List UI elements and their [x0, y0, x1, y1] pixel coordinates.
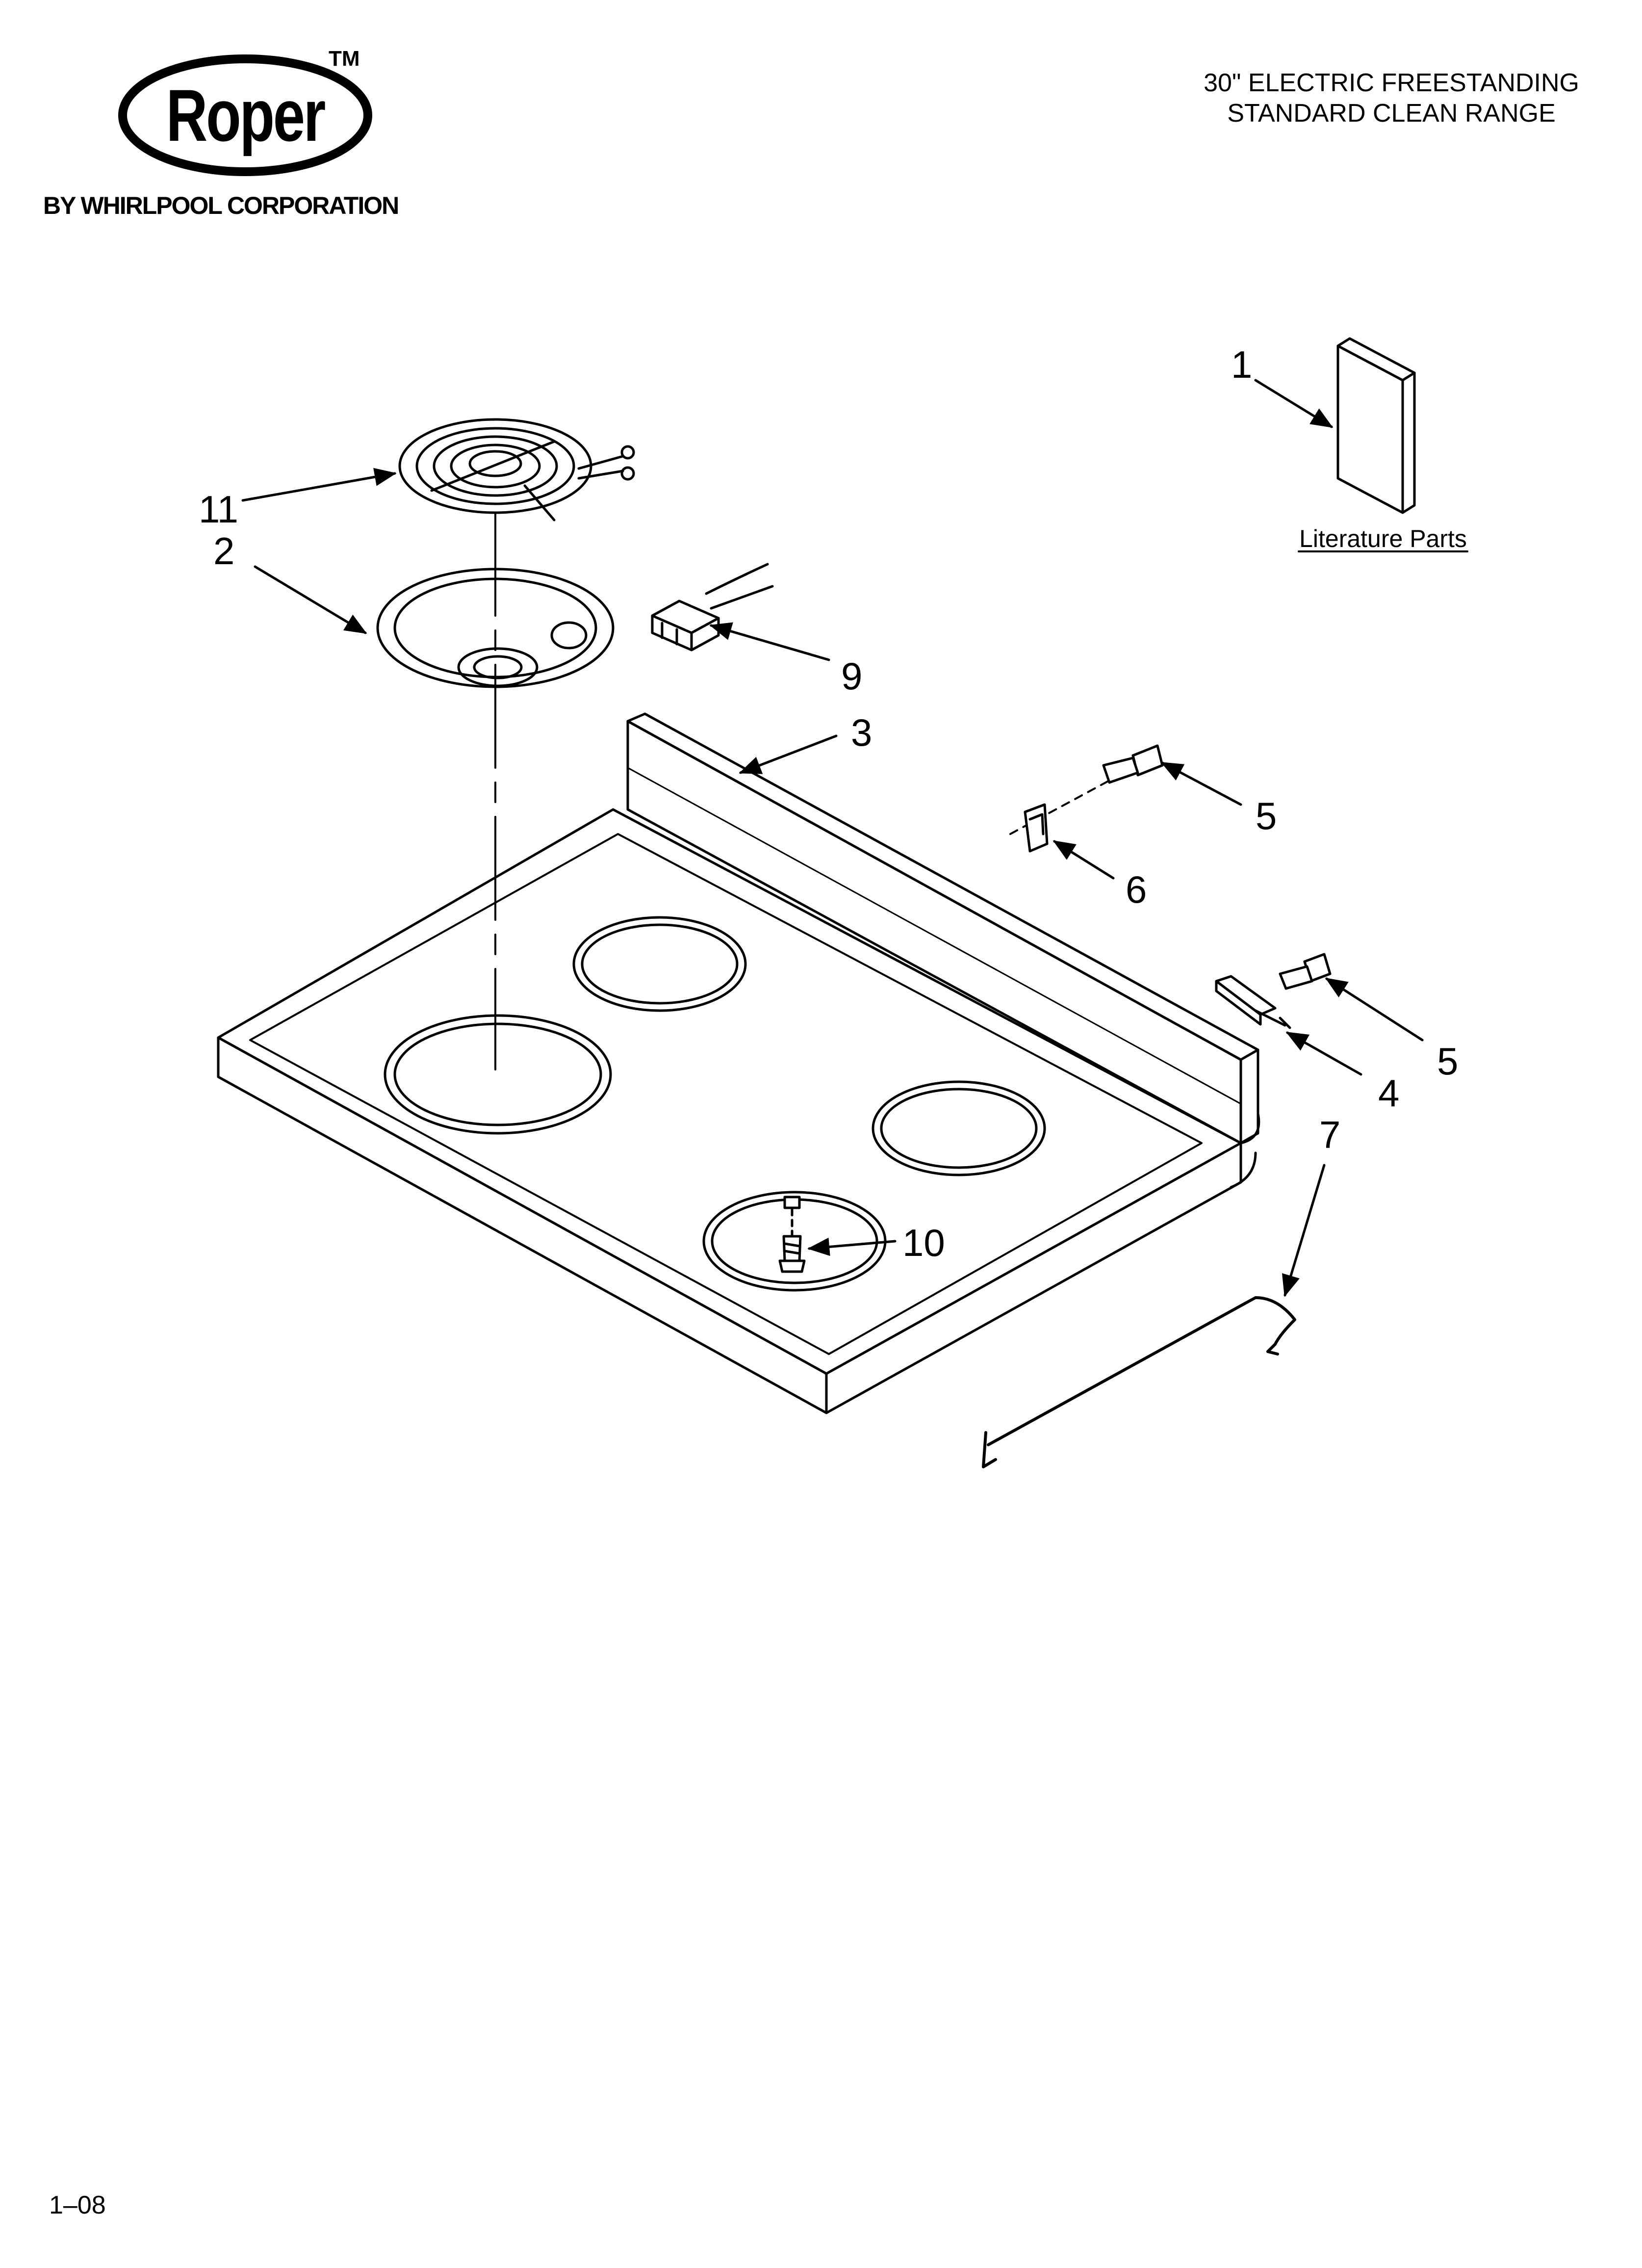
- callout-3: 3: [851, 711, 872, 754]
- burner-opening-rear-right: [872, 1080, 1046, 1176]
- surface-element-part-11: [398, 418, 635, 521]
- literature-parts-book: [1336, 337, 1416, 514]
- logo-oval-icon: [118, 54, 372, 176]
- callout-2: 2: [213, 529, 234, 573]
- callout-5-lower: 5: [1437, 1040, 1458, 1083]
- leader-5-lower: [1325, 977, 1424, 1042]
- leader-7: [1282, 1164, 1326, 1297]
- logo-subtitle: BY WHIRLPOOL CORPORATION: [43, 192, 399, 219]
- callout-4: 4: [1378, 1071, 1399, 1115]
- burner-opening-rear-left: [572, 916, 747, 1012]
- leader-9: [709, 622, 830, 661]
- callout-9: 9: [841, 654, 862, 698]
- leader-4: [1285, 1031, 1362, 1076]
- callout-11: 11: [199, 488, 238, 531]
- literature-parts-label: Literature Parts: [1299, 525, 1467, 552]
- cooktop-main-top: [217, 712, 1260, 1414]
- diagram-title: 30" ELECTRIC FREESTANDING STANDARD CLEAN…: [1204, 68, 1579, 129]
- leader-10: [807, 1237, 897, 1256]
- burner-opening-front-left: [384, 1014, 612, 1135]
- bracket-clip-part-6: [1024, 803, 1049, 853]
- leader-2: [254, 565, 367, 634]
- leader-6: [1052, 840, 1115, 880]
- logo-wordmark: Roper: [166, 74, 326, 156]
- leader-5-upper: [1160, 761, 1242, 806]
- diagram-title-line2: STANDARD CLEAN RANGE: [1227, 99, 1556, 128]
- leader-11: [241, 468, 397, 502]
- screw-part-5-lower: [1279, 953, 1332, 990]
- callout-5-upper: 5: [1256, 794, 1277, 837]
- callout-10: 10: [902, 1221, 945, 1264]
- mounting-screw-part-10: [778, 1196, 806, 1273]
- brand-logo: Roper TM BY WHIRLPOOL CORPORATION: [39, 44, 461, 231]
- anti-tip-bracket-part-4: [1215, 975, 1291, 1029]
- callout-6: 6: [1126, 868, 1147, 911]
- leader-1: [1254, 379, 1334, 428]
- rod-part-7: [982, 1296, 1296, 1468]
- logo-trademark: TM: [329, 47, 360, 71]
- screw-part-5-upper: [1102, 744, 1164, 784]
- diagram-title-line1: 30" ELECTRIC FREESTANDING: [1204, 69, 1579, 97]
- page-code: 1–08: [49, 2191, 106, 2219]
- callout-1: 1: [1231, 343, 1252, 386]
- callout-7: 7: [1319, 1113, 1340, 1156]
- leader-3: [739, 734, 838, 774]
